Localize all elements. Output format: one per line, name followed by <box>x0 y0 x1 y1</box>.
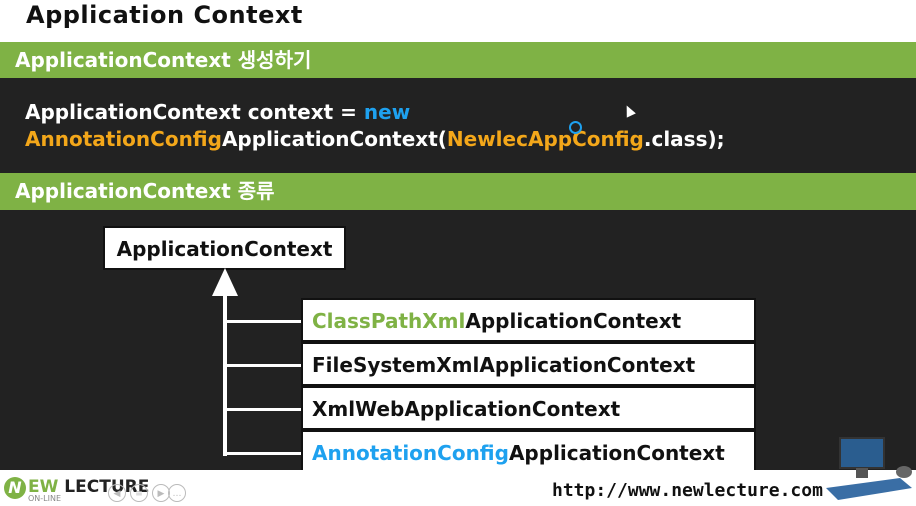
magnifier-icon <box>569 121 582 134</box>
subclass-suffix: XmlWebApplicationContext <box>312 397 621 421</box>
logo-subtitle: ON-LINE <box>28 494 62 503</box>
subclass-prefix: ClassPathXml <box>312 309 466 333</box>
subclass-suffix: ApplicationContext <box>508 441 725 465</box>
code-class-newlecappconfig: NewlecAppConfig <box>446 127 644 151</box>
branch-line <box>225 408 301 411</box>
arrow-stem <box>223 296 227 456</box>
inheritance-arrow <box>212 268 301 456</box>
subclass-box: ClassPathXmlApplicationContext <box>301 298 756 342</box>
section-heading-create: ApplicationContext 생성하기 <box>0 42 916 78</box>
arrow-head-icon <box>212 268 238 296</box>
prev-icon[interactable]: ◀ <box>108 484 126 502</box>
menu-icon[interactable]: ≡ <box>130 484 148 502</box>
root-class-box: ApplicationContext <box>103 226 346 270</box>
logo-ew: EW <box>28 477 59 497</box>
subclass-box: XmlWebApplicationContext <box>301 386 756 430</box>
branch-line <box>225 452 301 455</box>
subclass-suffix: FileSystemXmlApplicationContext <box>312 353 696 377</box>
more-icon[interactable]: … <box>168 484 186 502</box>
code-class-annotationconfig: AnnotationConfig <box>25 127 222 151</box>
code-line-1: ApplicationContext context = new <box>25 100 410 124</box>
site-url: http://www.newlecture.com <box>552 480 823 501</box>
section-heading-types: ApplicationContext 종류 <box>0 173 916 210</box>
branch-line <box>225 320 301 323</box>
code-line-2: AnnotationConfigApplicationContext(Newle… <box>25 127 725 151</box>
logo-lecture: LECTURE <box>64 477 150 497</box>
code-keyword-new: new <box>363 100 411 124</box>
logo-icon: N <box>4 477 26 499</box>
branch-line <box>225 364 301 367</box>
subclass-box: AnnotationConfigApplicationContext <box>301 430 756 474</box>
logo-text: EW LECTURE <box>28 477 149 497</box>
code-panel <box>0 78 916 173</box>
page-title: Application Context <box>26 1 303 29</box>
subclass-suffix: ApplicationContext <box>465 309 682 333</box>
subclass-box: FileSystemXmlApplicationContext <box>301 342 756 386</box>
code-text: .class); <box>643 127 725 151</box>
code-text: ApplicationContext context = <box>25 100 364 124</box>
code-text: ApplicationContext( <box>221 127 447 151</box>
computer-icon <box>826 437 912 500</box>
subclass-prefix: AnnotationConfig <box>312 441 509 465</box>
